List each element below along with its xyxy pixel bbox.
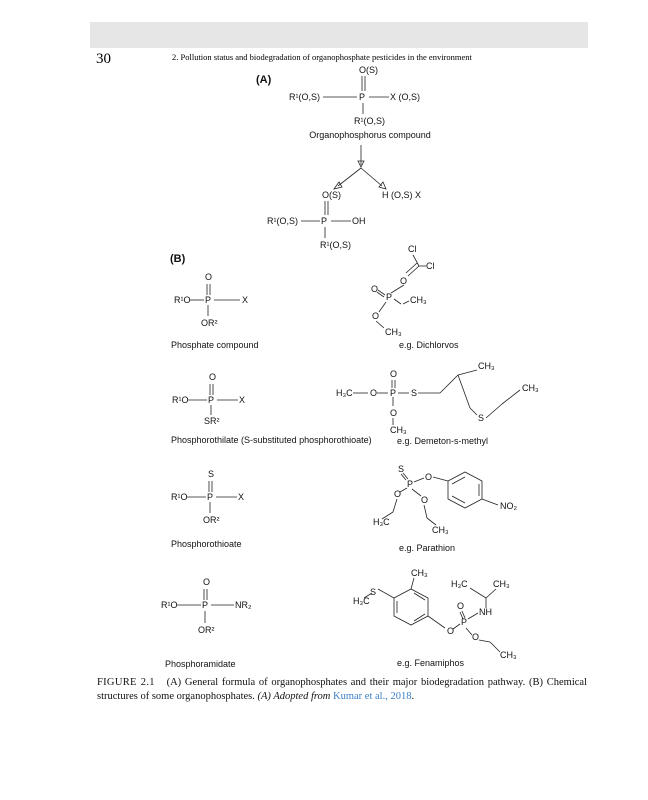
atom-label: O <box>425 472 432 482</box>
atom-label: P <box>359 92 365 102</box>
class-name: Phosphoramidate <box>165 659 236 669</box>
atom-label: R¹O <box>161 600 178 610</box>
parathion-structure: S P O O O NO₂ H₃C CH₃ e.g. Parathion <box>373 464 518 553</box>
atom-label: O <box>390 408 397 418</box>
atom-label: R¹O <box>171 492 188 502</box>
atom-label: P <box>202 600 208 610</box>
atom-label: CH₃ <box>432 525 449 535</box>
demeton-s-methyl-structure: CH₃ CH₃ H₃C O P S O S O CH₃ e.g. Demeton… <box>336 361 539 446</box>
atom-label: H₃C <box>336 388 353 398</box>
atom-label: H₃C <box>451 579 468 589</box>
atom-label: P <box>321 216 327 226</box>
atom-label: OR² <box>201 318 218 328</box>
header-band <box>90 22 588 48</box>
atom-label: OH <box>352 216 366 226</box>
atom-label: O <box>421 495 428 505</box>
atom-label: O <box>447 626 454 636</box>
atom-label: NR₂ <box>235 600 252 610</box>
atom-label: P <box>390 388 396 398</box>
panel-b-label: (B) <box>170 253 186 265</box>
organophosphorus-compound-label: Organophosphorus compound <box>309 130 431 140</box>
atom-label: R¹(O,S) <box>320 240 351 250</box>
atom-label: X <box>238 492 244 502</box>
atom-label: R¹O <box>174 295 191 305</box>
class-name: Phosphate compound <box>171 340 259 350</box>
atom-label: X <box>242 295 248 305</box>
atom-label: S <box>370 587 376 597</box>
atom-label: Cl <box>408 244 417 254</box>
atom-label: SR² <box>204 416 220 426</box>
atom-label: O <box>370 388 377 398</box>
phosphorothioate-structure: S R¹O P X OR² Phosphorothioate <box>171 469 244 549</box>
example-name: e.g. Demeton-s-methyl <box>397 436 488 446</box>
atom-label: O <box>372 311 379 321</box>
figure-label: FIGURE 2.1 <box>97 677 155 688</box>
atom-label: O(S) <box>322 190 341 200</box>
atom-label: OR² <box>203 515 220 525</box>
caption-credit: (A) Adopted from <box>257 691 331 702</box>
atom-label: R¹(O,S) <box>354 116 385 126</box>
figure-caption: FIGURE 2.1 (A) General formula of organo… <box>97 676 587 704</box>
atom-label: O <box>390 369 397 379</box>
atom-label: S <box>398 464 404 474</box>
running-title: 2. Pollution status and biodegradation o… <box>172 52 473 62</box>
atom-label: CH₃ <box>493 579 510 589</box>
atom-label: H₃C <box>373 517 390 527</box>
class-name: Phosphorothilate (S-substituted phosphor… <box>171 435 372 445</box>
citation-link[interactable]: Kumar et al., 2018 <box>333 691 412 702</box>
atom-label: O <box>203 577 210 587</box>
example-name: e.g. Dichlorvos <box>399 340 459 350</box>
atom-label: O <box>205 272 212 282</box>
atom-label: CH₃ <box>390 425 407 435</box>
atom-label: Cl <box>426 261 435 271</box>
atom-label: P <box>407 479 413 489</box>
atom-label: CH₃ <box>410 295 427 305</box>
organophosphorus-compound-structure: O(S) R¹(O,S) P X (O,S) R¹(O,S) Organopho… <box>289 65 431 140</box>
atom-label: R¹(O,S) <box>289 92 320 102</box>
panel-a-label: (A) <box>256 74 272 86</box>
atom-label: P <box>205 295 211 305</box>
atom-label: P <box>386 292 392 302</box>
atom-label: CH₃ <box>500 650 517 660</box>
atom-label: X (O,S) <box>390 92 420 102</box>
atom-label: CH₃ <box>478 361 495 371</box>
atom-label: S <box>478 413 484 423</box>
atom-label: P <box>461 617 467 627</box>
caption-text: (A) General formula of organophosphates … <box>97 677 587 702</box>
atom-label: R¹(O,S) <box>267 216 298 226</box>
atom-label: CH₃ <box>411 568 428 578</box>
atom-label: O(S) <box>359 65 378 75</box>
atom-label: O <box>457 601 464 611</box>
atom-label: P <box>207 492 213 502</box>
atom-label: P <box>208 395 214 405</box>
atom-label: O <box>371 284 378 294</box>
class-name: Phosphorothioate <box>171 539 242 549</box>
fenamiphos-structure: CH₃ S H₃C H₃C CH₃ O NH P O O CH₃ e.g. Fe… <box>353 568 517 668</box>
atom-label: O <box>209 372 216 382</box>
phosphoramidate-structure: O R¹O P NR₂ OR² Phosphoramidate <box>161 577 252 669</box>
phosphate-compound-structure: O R¹O P X OR² Phosphate compound <box>171 272 259 350</box>
page-number: 30 <box>96 51 111 67</box>
atom-label: R¹O <box>172 395 189 405</box>
example-name: e.g. Parathion <box>399 543 455 553</box>
atom-label: H₃C <box>353 596 370 606</box>
atom-label: O <box>472 632 479 642</box>
atom-label: O <box>400 276 407 286</box>
atom-label: S <box>411 388 417 398</box>
atom-label: OR² <box>198 625 215 635</box>
atom-label: NH <box>479 607 492 617</box>
atom-label: S <box>208 469 214 479</box>
atom-label: CH₃ <box>522 383 539 393</box>
atom-label: O <box>394 489 401 499</box>
caption-end: . <box>411 691 415 702</box>
product-leaving-group: H (O,S) X <box>382 190 421 200</box>
product-phosphoric-acid-structure: O(S) R¹(O,S) P OH R¹(O,S) <box>267 190 366 250</box>
example-name: e.g. Fenamiphos <box>397 658 465 668</box>
degradation-arrows <box>333 145 387 190</box>
phosphorothiolate-structure: O R¹O P X SR² Phosphorothilate (S-substi… <box>171 372 372 445</box>
atom-label: X <box>239 395 245 405</box>
atom-label: CH₃ <box>385 327 402 337</box>
dichlorvos-structure: Cl Cl O O P CH₃ O CH₃ e.g. Dichlorvos <box>371 244 459 350</box>
atom-label: NO₂ <box>500 501 518 511</box>
